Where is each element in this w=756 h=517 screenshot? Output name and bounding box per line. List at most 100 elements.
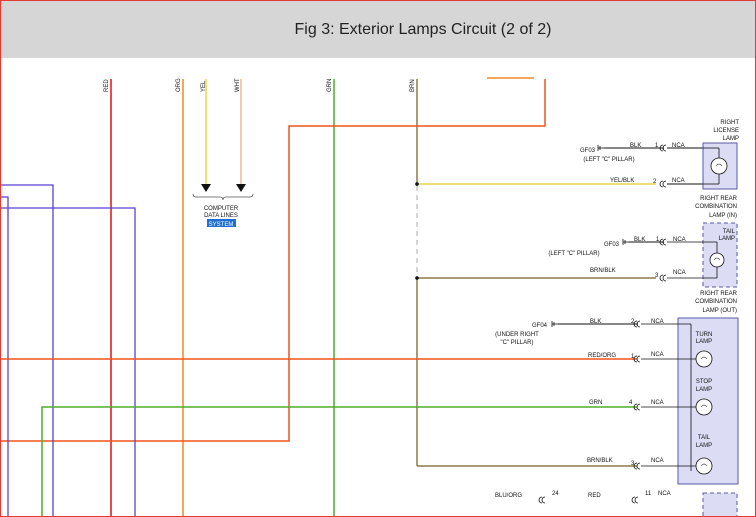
license-pin2-number: 2 — [653, 179, 657, 185]
comb-in-tail-2: LAMP — [719, 236, 735, 242]
license-pin2-nca: NCA — [672, 178, 685, 184]
comb-in-title-1: RIGHT REAR — [700, 196, 738, 202]
turn-lamp-label-1: TURN — [696, 332, 713, 338]
comb-out-pin3-nca: NCA — [651, 458, 664, 464]
purple-wire-2 — [1, 196, 9, 516]
wire-label-red: RED — [104, 79, 110, 92]
tail-lamp-label-2: LAMP — [696, 443, 712, 449]
comb-out-pin4-color: GRN — [589, 400, 602, 406]
comb-in-pin1-number: 1 — [656, 237, 660, 243]
comb-in-pin1-nca: NCA — [673, 237, 686, 243]
purple-wire-3 — [1, 207, 136, 516]
wire-label-brn: BRN — [410, 79, 416, 92]
connector-icon — [662, 144, 667, 152]
license-pin1-nca: NCA — [672, 143, 685, 149]
comb-out-ground-location-2: "C" PILLAR) — [501, 340, 534, 346]
red-orange-loop-wire — [1, 79, 546, 442]
tail-lamp-label-1: TAIL — [698, 435, 711, 441]
bulb-icon — [695, 350, 713, 368]
data-lines-brace — [192, 193, 254, 201]
bottom-component-box — [702, 492, 738, 516]
purple-wire-1 — [1, 184, 54, 516]
bottom-right-color: RED — [588, 493, 601, 499]
wire-label-grn: GRN — [327, 79, 333, 92]
comb-out-pin3-color: BRN/BLK — [587, 458, 613, 464]
bottom-right-nca: NCA — [658, 491, 671, 497]
splice-yel-blk — [415, 182, 419, 186]
stop-lamp-label-1: STOP — [696, 379, 712, 385]
connector-icon — [634, 496, 639, 504]
computer-data-label-2: DATA LINES — [204, 213, 238, 219]
bulb-filament — [700, 356, 708, 360]
connector-icon — [662, 274, 667, 282]
comb-in-title-3: LAMP (IN) — [709, 213, 737, 219]
connector-icon — [659, 144, 664, 152]
connector-icon — [631, 496, 636, 504]
wire-label-yel: YEL — [201, 80, 207, 92]
connector-icon — [662, 180, 667, 188]
license-ground-location: (LEFT "C" PILLAR) — [583, 157, 634, 163]
comb-out-title-3: LAMP (OUT) — [702, 308, 737, 314]
bottom-right-pin: 11 — [645, 491, 652, 497]
bulb-filament — [713, 257, 721, 261]
grn-branch-wire — [41, 406, 637, 516]
comb-in-pin3-color: BRN/BLK — [590, 268, 616, 274]
comb-out-pin2-color: BLK — [590, 319, 601, 325]
license-lamp-title-1: RIGHT — [720, 120, 739, 126]
connector-icon — [633, 403, 641, 411]
comb-out-ground-location-1: (UNDER RIGHT — [495, 332, 539, 338]
yellow-arrow-icon — [201, 184, 211, 192]
bottom-left-color: BLU/ORG — [495, 493, 522, 499]
connector-icon — [662, 238, 667, 246]
connector-icon — [541, 496, 546, 504]
comb-out-ground-id: GF04 — [532, 323, 548, 329]
connector-icon — [659, 238, 664, 246]
license-lamp-title-2: LICENSE — [713, 128, 739, 134]
stop-lamp-label-2: LAMP — [696, 387, 712, 393]
ground-icon — [597, 145, 604, 151]
comb-in-title-2: COMBINATION — [695, 204, 737, 210]
comb-out-pin2-number: 2 — [631, 319, 635, 325]
bulb-icon — [709, 252, 725, 268]
comb-out-pin3-number: 3 — [631, 461, 635, 467]
comb-in-tail-1: TAIL — [723, 229, 736, 235]
ground-icon — [622, 239, 629, 245]
system-highlight — [207, 219, 236, 227]
license-pin1-number: 1 — [655, 143, 659, 149]
license-pin1-color: BLK — [630, 143, 641, 149]
comb-out-pin4-number: 4 — [629, 400, 633, 406]
comb-out-pin1-nca: NCA — [651, 352, 664, 358]
comb-in-pin3-nca: NCA — [673, 270, 686, 276]
comb-out-pin4-nca: NCA — [651, 400, 664, 406]
splice-brn-blk — [415, 276, 419, 280]
turn-lamp-label-2: LAMP — [696, 339, 712, 345]
bulb-filament — [700, 404, 708, 408]
connector-icon — [633, 355, 641, 363]
bulb-icon — [695, 398, 713, 416]
bulb-filament — [715, 163, 723, 167]
connector-icon — [659, 180, 664, 188]
connector-icon — [538, 496, 543, 504]
connector-icon — [633, 320, 641, 328]
connector-icon — [659, 274, 664, 282]
comb-in-ground-location: (LEFT "C" PILLAR) — [548, 251, 599, 257]
computer-data-label-1: COMPUTER — [204, 206, 239, 212]
bulb-filament — [700, 463, 708, 467]
connector-icon — [633, 462, 641, 470]
license-pin2-color: YEL/BLK — [610, 178, 634, 184]
bottom-left-pin: 24 — [552, 491, 559, 497]
wire-label-wht: WHT — [235, 78, 241, 92]
ground-icon — [551, 321, 558, 327]
white-arrow-icon — [236, 184, 246, 192]
system-link[interactable]: SYSTEM — [209, 222, 234, 228]
comb-out-pin1-number: 1 — [631, 354, 635, 360]
comb-out-internal-wiring — [641, 323, 696, 471]
comb-out-title-2: COMBINATION — [695, 299, 737, 305]
comb-in-pin1-color: BLK — [634, 237, 645, 243]
license-ground-id: GF03 — [580, 148, 596, 154]
figure-title: Fig 3: Exterior Lamps Circuit (2 of 2) — [294, 21, 552, 38]
figure-header: Fig 3: Exterior Lamps Circuit (2 of 2) — [1, 1, 755, 58]
comb-in-ground-id: GF03 — [604, 242, 620, 248]
license-lamp-title-3: LAMP — [723, 136, 739, 142]
